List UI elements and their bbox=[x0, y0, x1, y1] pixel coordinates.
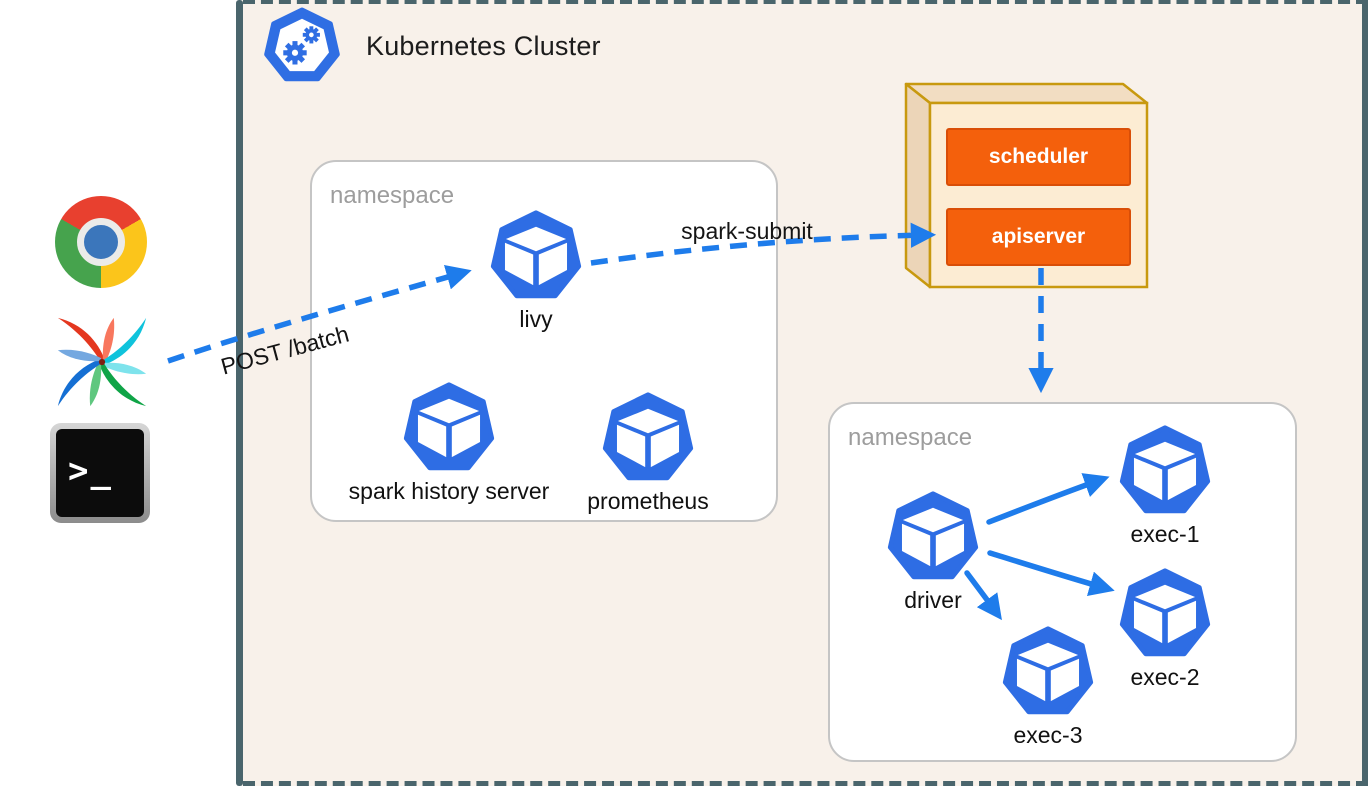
cluster-border-left bbox=[236, 0, 243, 786]
pod-label: exec-2 bbox=[1130, 664, 1200, 690]
namespace-label: namespace bbox=[330, 182, 455, 209]
chrome-browser-icon bbox=[55, 196, 147, 288]
kubernetes-logo-icon bbox=[264, 7, 340, 82]
pod-icon bbox=[601, 390, 695, 484]
cluster-title: Kubernetes Cluster bbox=[366, 31, 601, 61]
pod-exec-3: exec-3 bbox=[928, 624, 1168, 749]
pod-icon bbox=[1118, 423, 1212, 517]
apiserver-box: apiserver bbox=[946, 208, 1131, 266]
cluster-border-top bbox=[243, 0, 1368, 4]
pod-icon bbox=[489, 208, 583, 302]
arrow-label-spark-submit: spark-submit bbox=[681, 218, 813, 244]
pod-label: spark history server bbox=[348, 478, 550, 504]
airflow-icon bbox=[57, 317, 147, 407]
pod-prometheus: prometheus bbox=[528, 390, 768, 515]
cluster-border-right bbox=[1362, 0, 1368, 786]
cluster-border-bottom bbox=[243, 781, 1368, 786]
chrome-hub bbox=[77, 218, 125, 266]
pod-label: exec-1 bbox=[1130, 521, 1200, 547]
pod-driver: driver bbox=[813, 489, 1053, 614]
pod-icon bbox=[402, 380, 496, 474]
pod-label: livy bbox=[519, 306, 553, 332]
pod-exec-1: exec-1 bbox=[1045, 423, 1285, 548]
pod-exec-2: exec-2 bbox=[1045, 566, 1285, 691]
scheduler-box: scheduler bbox=[946, 128, 1131, 186]
terminal-screen: >_ bbox=[56, 429, 144, 517]
pod-livy: livy bbox=[416, 208, 656, 333]
pod-label: prometheus bbox=[587, 488, 709, 514]
namespace-label: namespace bbox=[848, 424, 973, 451]
pod-label: driver bbox=[904, 587, 962, 613]
pod-label: exec-3 bbox=[1013, 722, 1083, 748]
terminal-icon: >_ bbox=[50, 423, 150, 523]
pod-spark-history-server: spark history server bbox=[329, 380, 569, 505]
pod-icon bbox=[1001, 624, 1095, 718]
terminal-prompt: >_ bbox=[68, 451, 113, 491]
pod-icon bbox=[886, 489, 980, 583]
